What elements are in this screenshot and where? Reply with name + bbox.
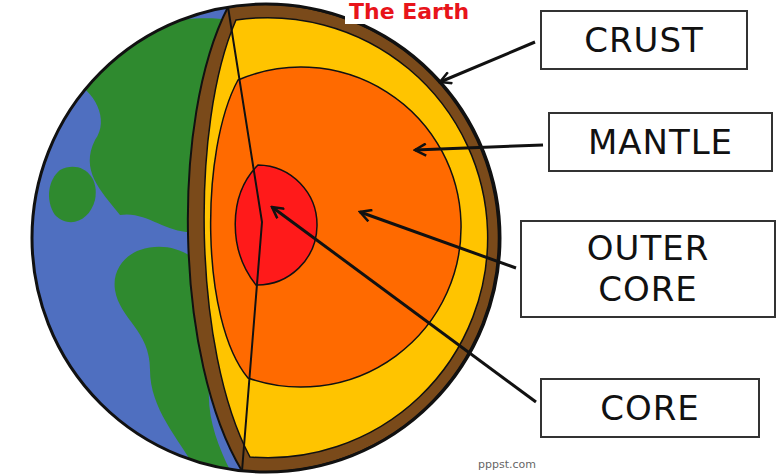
- diagram-title: The Earth: [345, 0, 473, 24]
- leader-arrow: [415, 145, 543, 150]
- label-box: OUTER CORE: [520, 220, 776, 318]
- watermark: pppst.com: [478, 458, 536, 471]
- continent: [49, 167, 96, 222]
- leader-arrow: [272, 207, 536, 402]
- leader-arrow: [360, 212, 516, 268]
- label-box: MANTLE: [548, 112, 773, 172]
- label-box: CRUST: [540, 10, 748, 70]
- outer-core-layer: [211, 67, 461, 387]
- layer-label: CORE: [600, 388, 700, 429]
- crust-layer: [188, 4, 499, 472]
- inner-core-layer: [235, 165, 317, 285]
- leader-arrow: [440, 42, 535, 82]
- mantle-layer: [204, 18, 488, 458]
- cut-line: [228, 7, 262, 471]
- layer-label: MANTLE: [588, 122, 733, 163]
- label-box: CORE: [540, 378, 760, 438]
- layer-label: CRUST: [584, 20, 704, 61]
- layer-label: OUTER CORE: [548, 228, 748, 310]
